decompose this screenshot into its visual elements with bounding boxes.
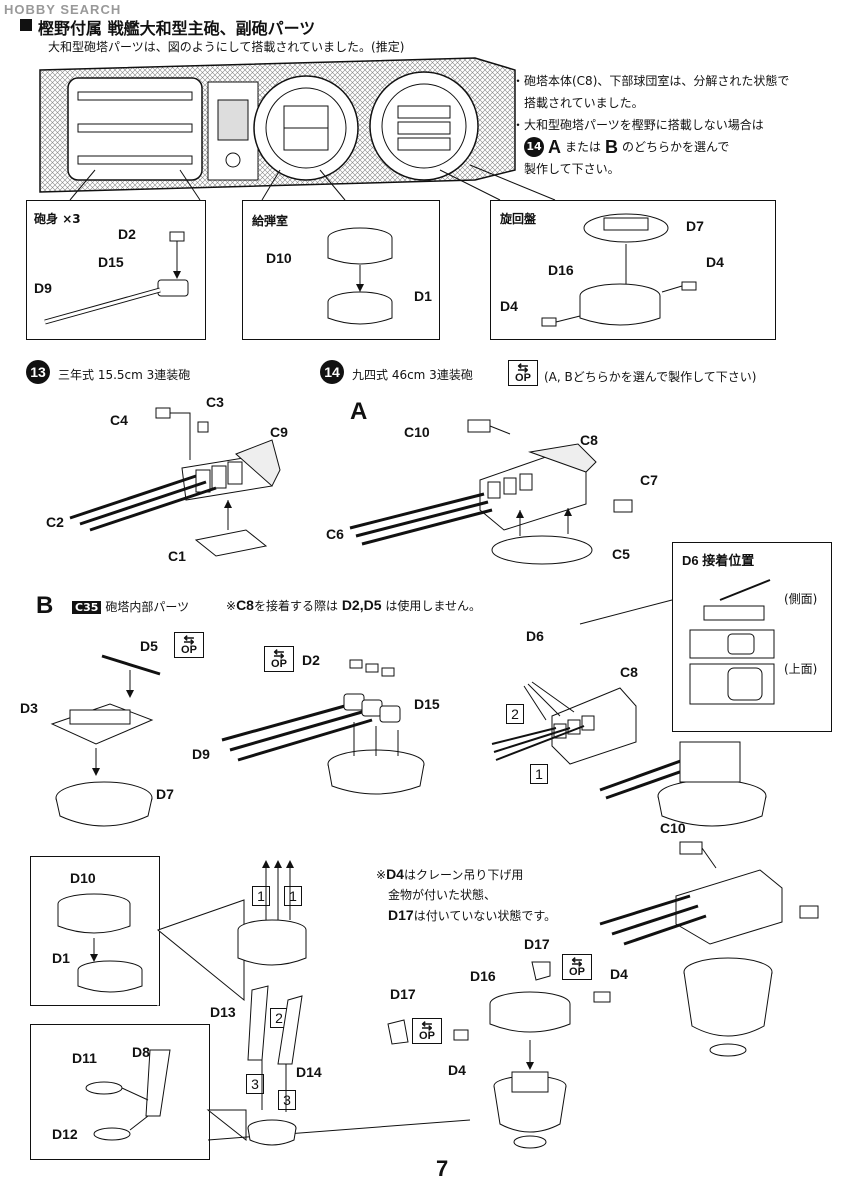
part-label-d4-top: D4 [610,966,628,982]
option-b-label: B [36,592,54,619]
note-line-2: 搭載されていました。 [524,96,644,110]
note-line-4: 14 A または B のどちらかを選んで [512,136,789,158]
op-optional-icon: ⇆OP [508,360,538,386]
d6-side-label: (側面) [784,592,818,606]
turntable-box-title: 旋回盤 [500,212,537,226]
part-label-d12: D12 [52,1126,78,1142]
step-14-title: 九四式 46cm 3連装砲 [352,368,473,382]
page-number: 7 [436,1156,449,1181]
part-label-d2: D2 [118,226,136,242]
part-label-d15: D15 [98,254,124,270]
part-label-d9: D9 [34,280,52,296]
part-label-c5: C5 [612,546,630,562]
part-label-d9-b: D9 [192,746,210,762]
part-label-c4: C4 [110,412,128,428]
part-label-d16: D16 [548,262,574,278]
part-label-c6: C6 [326,526,344,542]
barrel-box-title: 砲身 ×3 [34,212,81,226]
part-label-c9: C9 [270,424,288,440]
part-label-d7: D7 [686,218,704,234]
part-label-d8: D8 [132,1044,150,1060]
part-label-d16-lower: D16 [470,968,496,984]
d6-position-title: D6 接着位置 [682,553,755,568]
step-13-title: 三年式 15.5cm 3連装砲 [58,368,191,382]
part-label-c8-a: C8 [580,432,598,448]
part-label-d13: D13 [210,1004,236,1020]
part-label-c1: C1 [168,548,186,564]
part-label-d14: D14 [296,1064,322,1080]
sequence-1-b: 1 [530,764,548,784]
option-b-mark: B [605,137,619,157]
page-title: 樫野付属 戦艦大和型主砲、副砲パーツ [38,19,316,38]
op-icon-d2: ⇆OP [264,646,294,672]
magazine-box-title: 給弾室 [252,214,289,228]
sequence-2-b: 2 [506,704,524,724]
page-subtitle: 大和型砲塔パーツは、図のようにして搭載されていました。(推定) [48,40,405,54]
sequence-3-right: 3 [278,1090,296,1110]
part-label-c3: C3 [206,394,224,410]
part-label-d10-lower: D10 [70,870,96,886]
part-label-d2-b: D2 [302,652,320,668]
crane-note-line-2: 金物が付いた状態、 [388,888,497,902]
part-label-d6: D6 [526,628,544,644]
part-label-d4-left: D4 [500,298,518,314]
part-label-d3: D3 [20,700,38,716]
option-a-label: A [350,398,368,425]
header-square-icon [20,19,32,31]
step-13-badge: 13 [26,360,50,384]
c35-tag: C35 [72,601,102,614]
step-14-badge-small: 14 [524,137,544,157]
part-label-d5: D5 [140,638,158,654]
sequence-3-left: 3 [246,1074,264,1094]
notes-block: ・砲塔本体(C8)、下部球団室は、分解された状態で 搭載されていました。 ・大和… [512,70,789,180]
note-line-1: ・砲塔本体(C8)、下部球団室は、分解された状態で [512,74,790,88]
step-14-badge: 14 [320,360,344,384]
note-line-5: 製作して下さい。 [524,162,620,176]
crane-note-line-3: D17は付いていない状態です。 [388,907,557,923]
part-label-d10: D10 [266,250,292,266]
part-label-d1: D1 [414,288,432,304]
part-label-d1-lower: D1 [52,950,70,966]
part-label-d17-left: D17 [390,986,416,1002]
part-label-c8-b: C8 [620,664,638,680]
part-label-d11: D11 [72,1050,97,1066]
op-icon-d5: ⇆OP [174,632,204,658]
sequence-1-right: 1 [284,886,302,906]
magazine-box [242,200,440,340]
part-label-c2: C2 [46,514,64,530]
op-arrow-icon: ⇆ [517,360,529,375]
part-label-c10-a: C10 [404,424,430,440]
watermark: HOBBY SEARCH [4,2,122,17]
note-choose: のどちらかを選んで [622,140,730,154]
option-b-note: ※C8を接着する際は D2,D5 は使用しません。 [226,597,481,613]
op-icon-d4: ⇆OP [412,1018,442,1044]
part-label-d4-right: D4 [706,254,724,270]
note-or: または [565,140,602,154]
part-label-c7: C7 [640,472,658,488]
op-icon-d17: ⇆OP [562,954,592,980]
part-label-d15-b: D15 [414,696,440,712]
part-label-d7-b: D7 [156,786,174,802]
crane-note-line-1: ※D4はクレーン吊り下げ用 [376,866,524,882]
step-14-note: (A, Bどちらかを選んで製作して下さい) [544,370,757,384]
note-line-3: ・大和型砲塔パーツを樫野に搭載しない場合は [512,118,764,132]
d6-top-label: (上面) [784,662,818,676]
part-label-d17-top: D17 [524,936,550,952]
crane-note: ※D4はクレーン吊り下げ用 金物が付いた状態、 D17は付いていない状態です。 [376,864,556,926]
part-label-c10-b: C10 [660,820,686,836]
part-label-d4-bottom: D4 [448,1062,466,1078]
option-a-mark: A [548,137,561,157]
